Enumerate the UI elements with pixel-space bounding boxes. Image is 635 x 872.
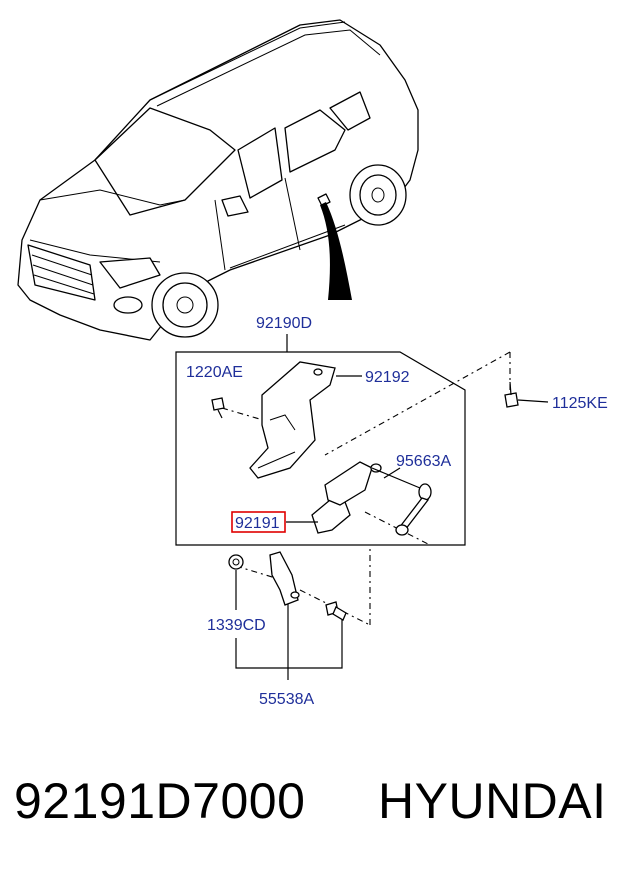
link-rod-95663a [395, 483, 432, 536]
label-55538a: 55538A [259, 691, 314, 708]
label-1339cd: 1339CD [207, 617, 266, 634]
footer: 92191D7000 HYUNDAI [0, 760, 635, 860]
bracket-92192 [249, 361, 336, 479]
label-1220ae: 1220AE [186, 364, 243, 381]
sensor-92191 [311, 461, 421, 534]
vehicle-illustration [17, 19, 419, 341]
label-1125ke: 1125KE [552, 395, 608, 412]
bolt-1125ke [504, 381, 549, 408]
callout-lines [235, 375, 401, 680]
assembly-frame [175, 334, 466, 546]
label-92190d: 92190D [256, 315, 312, 332]
nut-1339cd [228, 554, 244, 570]
bolt-lower [325, 601, 347, 621]
label-92192: 92192 [365, 369, 410, 386]
label-92191: 92191 [235, 515, 280, 532]
label-95663a: 95663A [396, 453, 451, 470]
bolt-1220ae [211, 397, 225, 419]
sensor-highlight-box [231, 511, 286, 533]
parts-diagram: 92190D 1220AE 92192 1125KE 95663A 92191 … [17, 19, 608, 708]
brand-name: HYUNDAI [378, 773, 607, 829]
part-number: 92191D7000 [14, 773, 306, 829]
bracket-lower [269, 551, 300, 606]
